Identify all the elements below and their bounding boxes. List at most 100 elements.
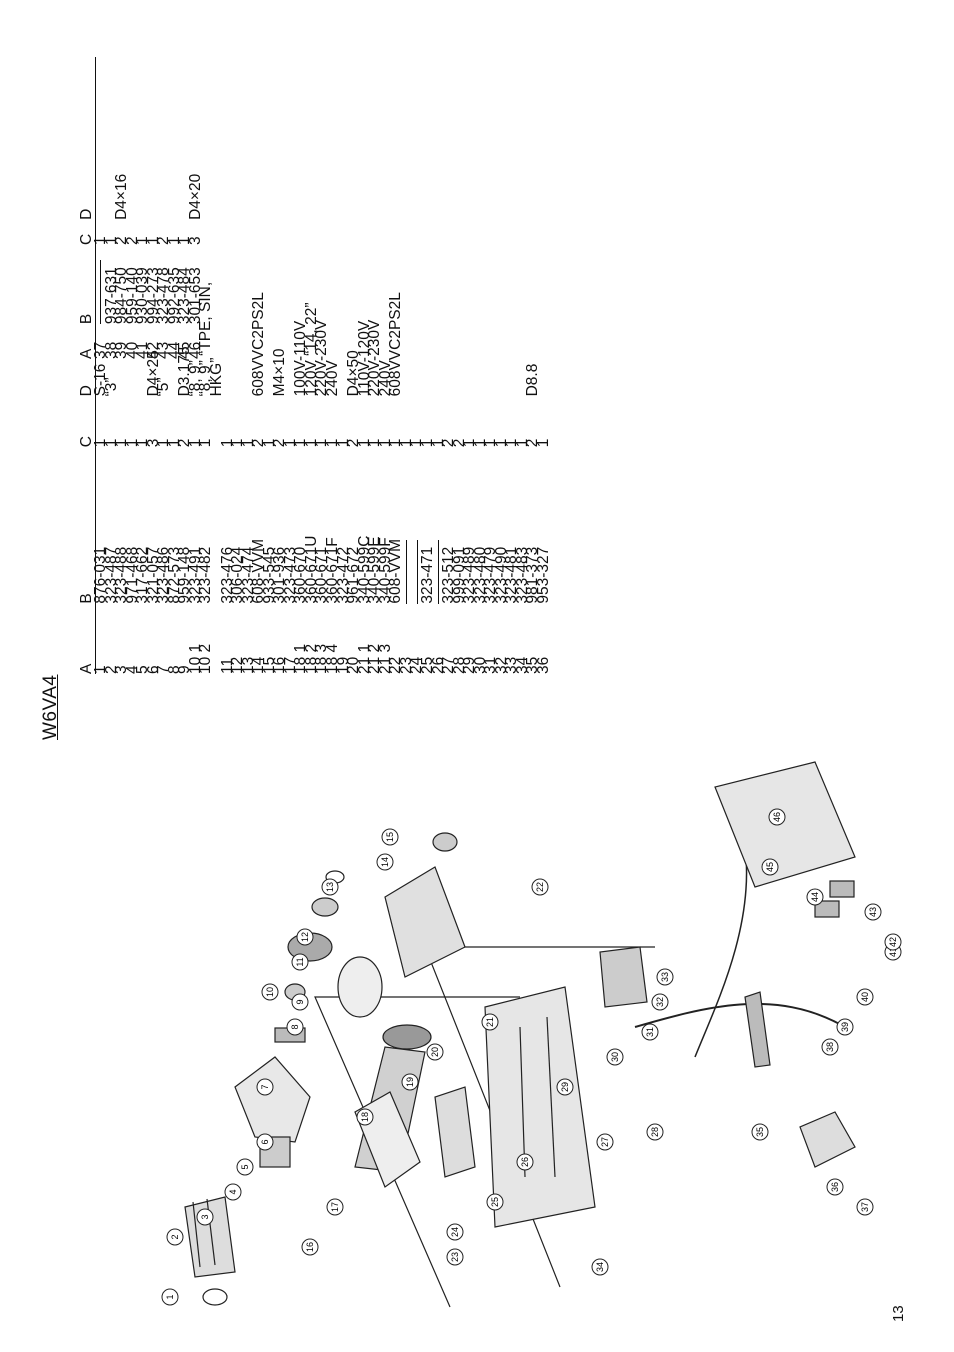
callout-circle [751, 1123, 769, 1141]
callout-32: 32 [651, 993, 669, 1011]
cell-d: 220V-230V [313, 319, 331, 397]
callout-label: 19 [405, 1077, 415, 1087]
cell-d [223, 64, 234, 396]
terminal-shape [814, 900, 840, 918]
tail-cover-shape [714, 761, 856, 888]
callout-label: 20 [430, 1047, 440, 1057]
callout-18: 18 [356, 1108, 374, 1126]
callout-label: 9 [295, 999, 305, 1004]
callout-circle [821, 1038, 839, 1056]
header-a: A [78, 663, 96, 674]
cell-d [159, 57, 170, 220]
cell-d [486, 64, 497, 396]
callout-label: 29 [560, 1082, 570, 1092]
callout-label: 30 [610, 1052, 620, 1062]
callout-19: 19 [401, 1073, 419, 1091]
callout-circle [161, 1288, 179, 1306]
cell-d: D4×16 [113, 173, 131, 220]
callout-label: 41 [888, 947, 898, 957]
callout-label: 7 [260, 1084, 270, 1089]
callout-3: 3 [196, 1208, 214, 1226]
callout-label: 14 [380, 857, 390, 867]
callout-circle [856, 988, 874, 1006]
callout-circle [884, 933, 902, 951]
exploded-view-diagram: 1234567891011121314151617181920212223242… [161, 761, 902, 1308]
callout-circle [446, 1248, 464, 1266]
callout-circle [261, 983, 279, 1001]
callout-circle [296, 928, 314, 946]
callout-circle [256, 1133, 274, 1151]
cell-b: 301-653 [186, 267, 204, 325]
callout-15: 15 [381, 828, 399, 846]
callout-label: 5 [240, 1164, 250, 1169]
callout-circle [596, 1133, 614, 1151]
callout-circle [826, 1178, 844, 1196]
callout-label: 22 [535, 882, 545, 892]
terminal-shape [829, 880, 855, 898]
callout-16: 16 [301, 1238, 319, 1256]
cell-d [170, 57, 181, 220]
callout-label: 40 [860, 992, 870, 1002]
callout-circle [236, 1158, 254, 1176]
callout-circle [291, 993, 309, 1011]
callout-circle [291, 953, 309, 971]
front-housing-shape [192, 1201, 201, 1268]
header-d: D [78, 208, 96, 220]
armature-gear-shape [382, 1024, 432, 1050]
motor-housing-shape [484, 986, 596, 1228]
callout-label: 39 [840, 1022, 850, 1032]
callout-label: 15 [385, 832, 395, 842]
callout-circle [381, 828, 399, 846]
callout-29: 29 [556, 1078, 574, 1096]
callout-42: 42 [884, 933, 902, 951]
cell-d: D8.8 [524, 363, 542, 397]
callout-label: 37 [860, 1202, 870, 1212]
callout-30: 30 [606, 1048, 624, 1066]
switch-shape [599, 946, 648, 1008]
callout-20: 20 [426, 1043, 444, 1061]
cell-c: 3 [186, 236, 204, 246]
cell-d [465, 64, 476, 396]
callout-label: 35 [755, 1127, 765, 1137]
cell-c: 1 [197, 438, 215, 448]
cell-d [476, 64, 487, 396]
bearing-shape [432, 832, 458, 852]
callout-label: 34 [595, 1262, 605, 1272]
callout-circle [531, 878, 549, 896]
callout-circle [806, 888, 824, 906]
cell-d [423, 64, 434, 396]
page-title: W6VA4 [40, 674, 61, 740]
callout-9: 9 [291, 993, 309, 1011]
callout-12: 12 [296, 928, 314, 946]
callout-label: 36 [830, 1182, 840, 1192]
cell-a: 1 [92, 665, 109, 674]
cord-shape [634, 1002, 846, 1028]
callout-8: 8 [286, 1018, 304, 1036]
callout-circle [446, 1223, 464, 1241]
callout-39: 39 [836, 1018, 854, 1036]
callout-label: 10 [265, 987, 275, 997]
cell-d [539, 64, 550, 396]
callout-circle [656, 968, 674, 986]
callout-14: 14 [376, 853, 394, 871]
callout-circle [286, 1018, 304, 1036]
callout-circle [481, 1013, 499, 1031]
callout-label: 21 [485, 1017, 495, 1027]
callout-circle [606, 1048, 624, 1066]
callout-label: 45 [765, 862, 775, 872]
callout-circle [321, 878, 339, 896]
page-number: 13 [890, 1305, 907, 1322]
callout-31: 31 [641, 1023, 659, 1041]
callout-circle [591, 1258, 609, 1276]
callout-40: 40 [856, 988, 874, 1006]
callout-22: 22 [531, 878, 549, 896]
cell-a: 4 [123, 665, 141, 674]
stator-shape [384, 866, 466, 978]
cell-a: 6 [144, 665, 162, 674]
callout-4: 4 [224, 1183, 242, 1201]
callout-38: 38 [821, 1038, 839, 1056]
cell-d [444, 64, 455, 396]
